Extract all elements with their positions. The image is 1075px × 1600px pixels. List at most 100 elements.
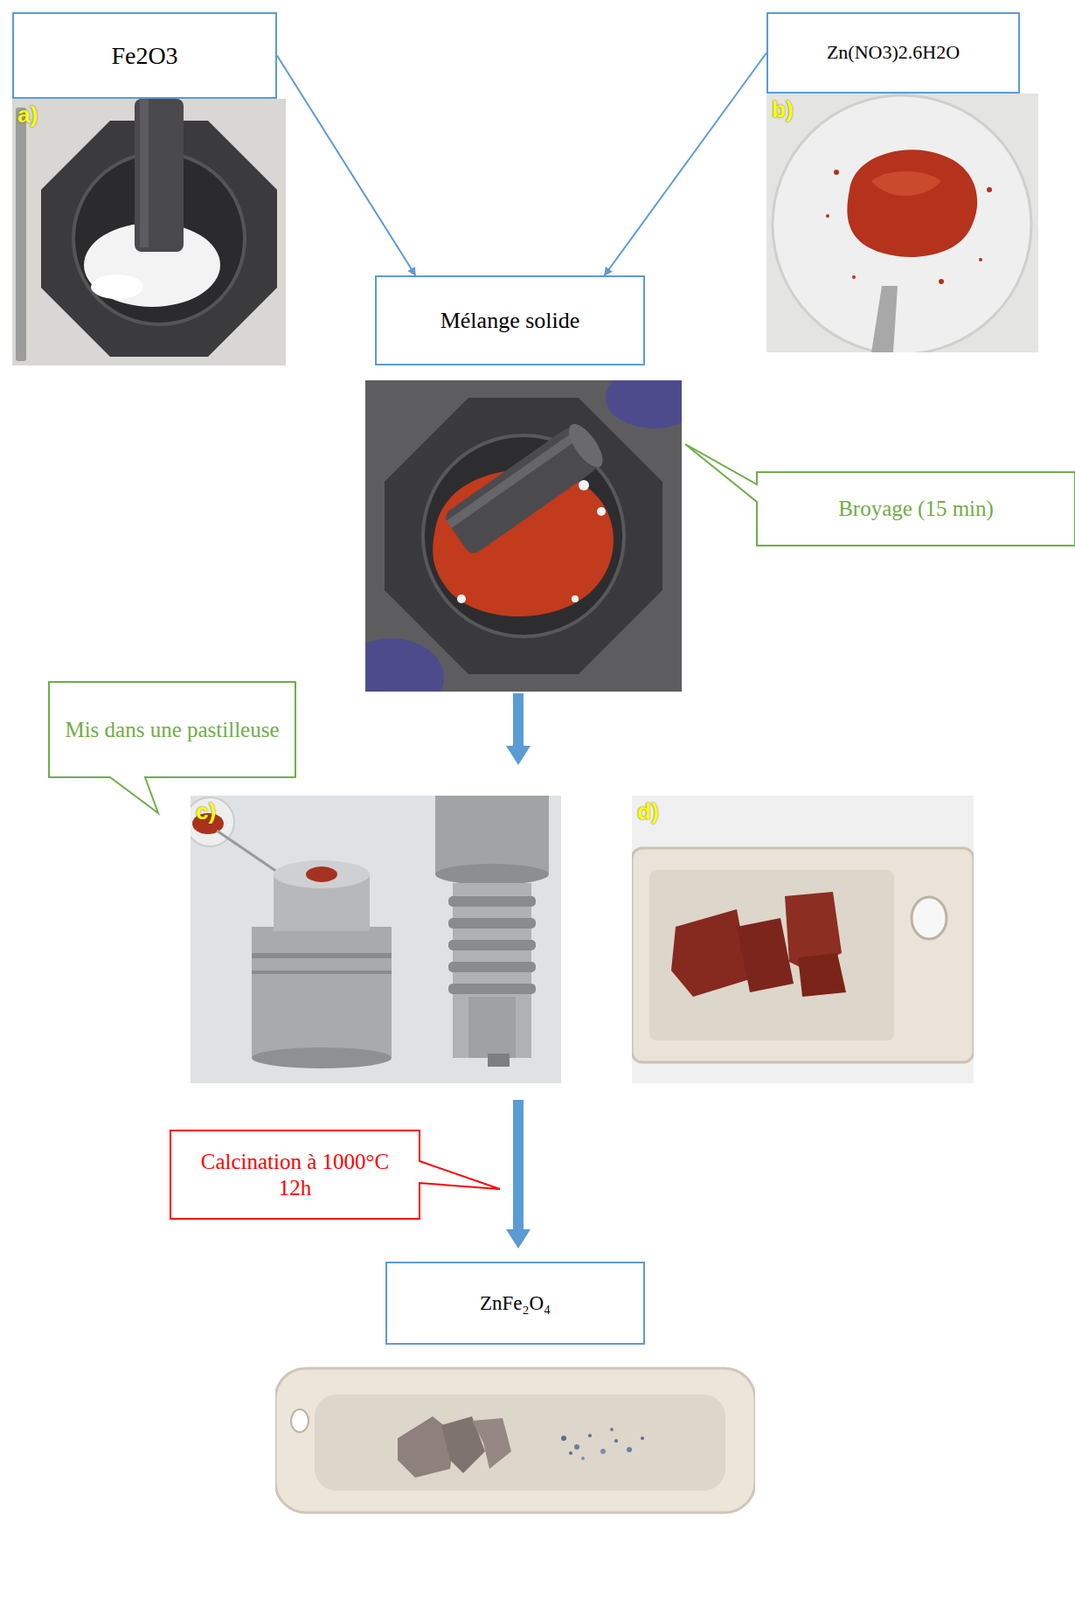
boat-photo — [736, 917, 794, 992]
product-photo — [275, 1354, 756, 1600]
flow-arrows — [506, 745, 531, 765]
flow-arrows — [513, 693, 524, 748]
press-photo — [448, 983, 536, 994]
powder-photo — [871, 285, 898, 353]
press-photo — [251, 952, 392, 958]
product-photo — [640, 1435, 645, 1440]
flow-arrow — [277, 55, 416, 277]
boat-photo — [671, 908, 750, 997]
product-photo — [471, 1417, 512, 1469]
mortar-photo — [90, 274, 144, 299]
mortar-photo — [139, 98, 149, 248]
product-photo — [574, 1443, 580, 1450]
product-photo — [614, 1438, 618, 1443]
grinding-photo — [442, 418, 610, 557]
powder-photo — [978, 257, 983, 262]
press-photo — [487, 1053, 510, 1067]
press-photo — [251, 926, 392, 1058]
product-photo — [291, 1408, 309, 1432]
boat-photo — [631, 847, 974, 1062]
callout-outline — [48, 681, 296, 813]
grinding-photo — [571, 595, 579, 603]
boat-photo — [911, 896, 947, 939]
node-text: Broyage (15 min) — [838, 495, 994, 522]
grinding-photo — [365, 638, 444, 692]
callout-outline — [685, 443, 1075, 546]
powder-photo — [938, 278, 944, 285]
product-photo — [275, 1354, 756, 1600]
grinding-photo — [457, 594, 466, 604]
grinding-photo — [365, 380, 682, 692]
press-photo — [190, 795, 562, 1083]
product-photo — [561, 1435, 567, 1441]
boat-photo — [631, 795, 974, 1083]
callout-bubble: Calcination à 1000°C 12h — [170, 1130, 420, 1219]
powder-photo — [986, 187, 992, 193]
grinding-photo — [384, 397, 663, 674]
press-photo — [448, 895, 536, 907]
mortar-photo — [12, 98, 286, 366]
node-text: Mélange solide — [440, 306, 581, 334]
flow-arrows — [506, 1228, 531, 1249]
product-photo — [588, 1433, 592, 1437]
press-photo — [251, 970, 392, 974]
press-photo — [448, 939, 536, 951]
grinding-photo — [596, 506, 606, 516]
powder-photo — [871, 171, 942, 196]
node-text: Fe2O3 — [110, 41, 178, 71]
node-text: Calcination à 1000°C 12h — [182, 1148, 408, 1201]
press-photo — [448, 961, 536, 972]
boat-photo — [797, 952, 847, 997]
product-photo — [600, 1448, 606, 1454]
press-photo — [273, 860, 370, 888]
node-text: Mis dans une pastilleuse — [64, 716, 279, 743]
process-box: ZnFe₂O₄ — [385, 1261, 645, 1345]
product-photo — [581, 1456, 585, 1460]
boat-photo — [631, 795, 974, 1083]
process-box: Zn(NO3)2.6H2O — [766, 12, 1020, 94]
callout-outline — [170, 1130, 420, 1219]
press-photo — [448, 917, 536, 929]
product-photo — [610, 1427, 614, 1431]
callout-bubble: Mis dans une pastilleuse — [48, 681, 296, 777]
node-text: Zn(NO3)2.6H2O — [826, 41, 960, 64]
process-box: Mélange solide — [374, 275, 645, 366]
grinding-photo — [446, 430, 581, 528]
press-photo — [190, 795, 562, 1083]
photo-letter: c) — [195, 799, 216, 823]
photo-letter: a) — [17, 103, 38, 126]
press-photo — [305, 866, 338, 882]
grinding-photo — [578, 479, 590, 491]
product-photo — [626, 1446, 632, 1452]
product-photo — [568, 1450, 573, 1455]
powder-photo — [852, 275, 856, 279]
flow-arrows — [513, 1099, 524, 1231]
callout-bubble: Broyage (15 min) — [756, 471, 1075, 546]
press-photo — [435, 795, 549, 874]
press-photo — [251, 1047, 392, 1069]
mortar-photo — [134, 98, 184, 252]
node-text: ZnFe₂O₄ — [479, 1290, 551, 1316]
boat-photo — [649, 869, 895, 1041]
photo-letter: d) — [637, 799, 659, 823]
powder-photo — [825, 214, 830, 218]
mortar-photo — [15, 107, 27, 361]
press-photo — [468, 996, 516, 1058]
grinding-photo — [562, 418, 610, 472]
callout-outline — [170, 1130, 500, 1219]
powder-photo — [833, 169, 840, 175]
product-photo — [275, 1367, 756, 1512]
grinding-photo — [605, 380, 682, 429]
press-photo — [435, 863, 549, 885]
mortar-photo — [12, 98, 286, 366]
powder-photo — [846, 149, 978, 257]
process-box: Fe2O3 — [12, 12, 278, 99]
photo-letter: b) — [771, 97, 794, 121]
powder-photo — [772, 95, 1032, 353]
product-photo — [314, 1394, 726, 1491]
powder-photo — [766, 93, 1039, 353]
flow-arrow — [604, 53, 767, 277]
